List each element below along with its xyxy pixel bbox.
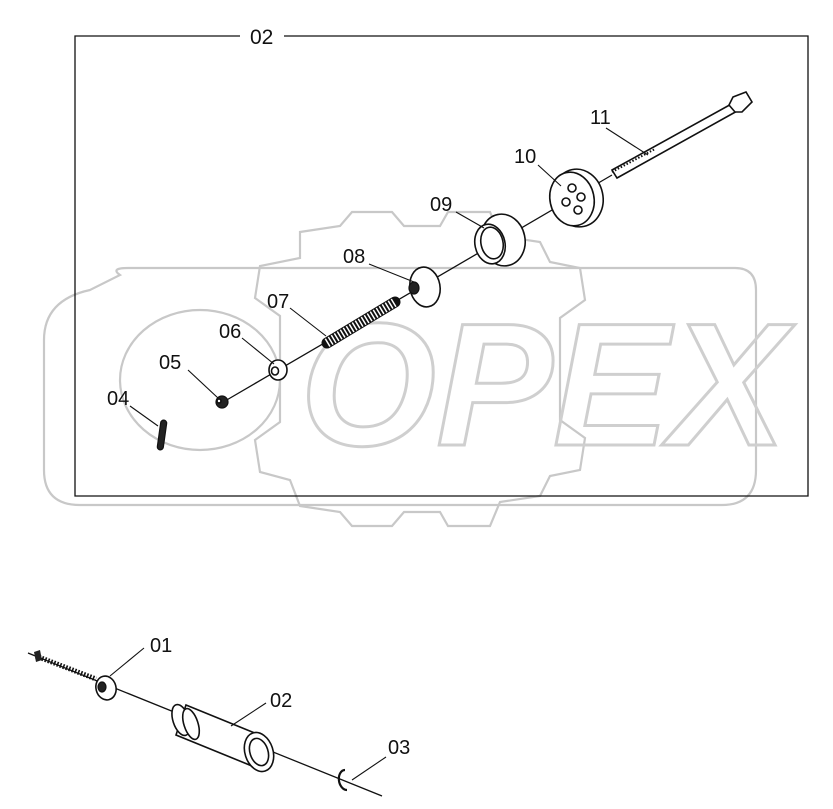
watermark: OPEX [42,210,797,528]
detail-callouts: 04 05 06 07 08 09 10 11 [107,107,611,410]
callout-09: 09 [430,194,452,216]
callout-11: 11 [590,107,611,129]
watermark-o-ring [118,308,282,452]
main-part-02 [171,703,275,773]
assembly-frame: 02 [74,26,809,497]
part-11-bolt [610,91,754,180]
callout-05: 05 [159,352,181,374]
callout-07: 07 [267,291,289,313]
part-09-bushing [473,213,526,267]
frame-border [74,35,809,497]
part-10-flange [548,168,604,228]
main-leaders [109,647,387,781]
callout-main-03: 03 [388,737,410,759]
watermark-gear [253,210,587,528]
part-04-pin [156,419,168,451]
part-06-washer [268,359,288,381]
main-callouts: 01 02 03 [150,635,410,759]
part-07-spring [321,296,401,349]
watermark-badge [42,266,758,507]
callout-main-02: 02 [270,690,292,712]
main-part-01 [34,650,117,701]
callout-08: 08 [343,246,365,268]
watermark-text: OPEX [300,288,796,483]
main-part-03 [337,768,348,792]
callout-main-01: 01 [150,635,172,657]
callout-06: 06 [219,321,241,343]
part-05-nut [215,395,229,409]
detail-leaders [129,127,649,427]
frame-label: 02 [250,26,273,49]
callout-10: 10 [514,146,536,168]
callout-04: 04 [107,388,129,410]
